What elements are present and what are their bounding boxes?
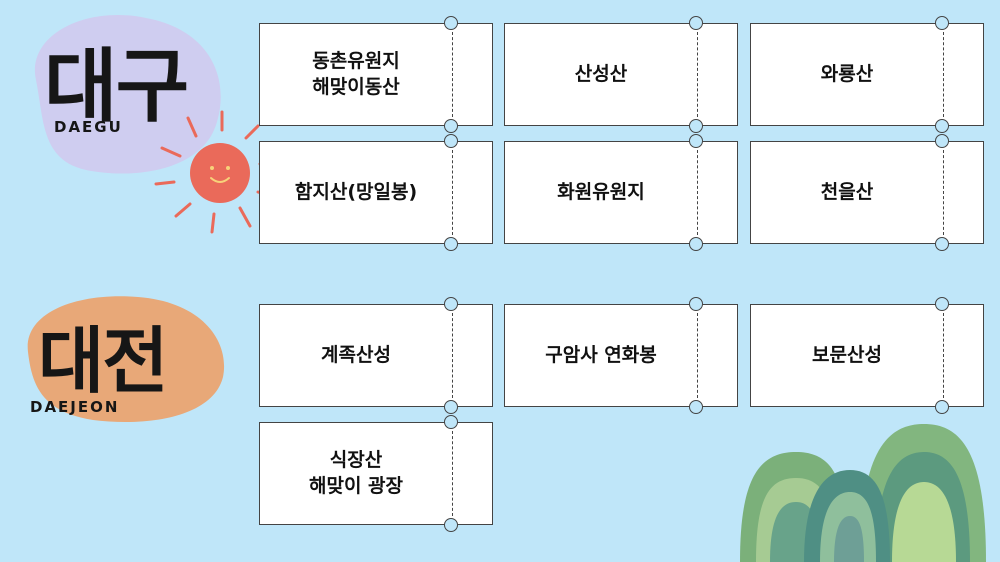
ticket-perforation (943, 32, 944, 117)
ticket-perforation (943, 313, 944, 398)
ticket-label: 계족산성 (321, 343, 391, 366)
ticket-label: 식장산 해맞이 광장 (308, 448, 403, 497)
daejeon-subtitle: DAEJEON (30, 398, 120, 416)
ticket-daegu-4[interactable]: 함지산(망일봉) (259, 134, 493, 251)
ticket-label: 산성산 (574, 62, 628, 85)
sun-icon (154, 110, 280, 234)
ticket-label: 천을산 (820, 180, 874, 203)
ticket-daejeon-3[interactable]: 보문산성 (750, 297, 984, 414)
daejeon-blob (27, 296, 225, 423)
ticket-perforation (452, 313, 453, 398)
ticket-label: 화원유원지 (557, 180, 645, 203)
ticket-daejeon-2[interactable]: 구암사 연화봉 (504, 297, 738, 414)
ticket-perforation (452, 431, 453, 516)
ticket-perforation (452, 150, 453, 235)
daegu-subtitle: DAEGU (54, 118, 123, 136)
ticket-label: 구암사 연화봉 (545, 343, 657, 366)
ticket-daejeon-1[interactable]: 계족산성 (259, 297, 493, 414)
daegu-title: 대구 (44, 39, 189, 133)
daegu-blob (34, 14, 221, 174)
ticket-label: 와룡산 (820, 62, 874, 85)
ticket-daegu-5[interactable]: 화원유원지 (504, 134, 738, 251)
ticket-perforation (452, 32, 453, 117)
ticket-label: 함지산(망일봉) (294, 180, 418, 203)
daejeon-title: 대전 (38, 318, 168, 403)
ticket-daegu-6[interactable]: 천을산 (750, 134, 984, 251)
ticket-perforation (697, 32, 698, 117)
ticket-daegu-2[interactable]: 산성산 (504, 16, 738, 133)
hills-illustration (740, 424, 986, 562)
ticket-perforation (697, 313, 698, 398)
ticket-label: 동촌유원지 해맞이동산 (312, 49, 400, 98)
ticket-daegu-1[interactable]: 동촌유원지 해맞이동산 (259, 16, 493, 133)
ticket-perforation (943, 150, 944, 235)
ticket-label: 보문산성 (812, 343, 882, 366)
ticket-daegu-3[interactable]: 와룡산 (750, 16, 984, 133)
ticket-daejeon-4[interactable]: 식장산 해맞이 광장 (259, 415, 493, 532)
ticket-perforation (697, 150, 698, 235)
